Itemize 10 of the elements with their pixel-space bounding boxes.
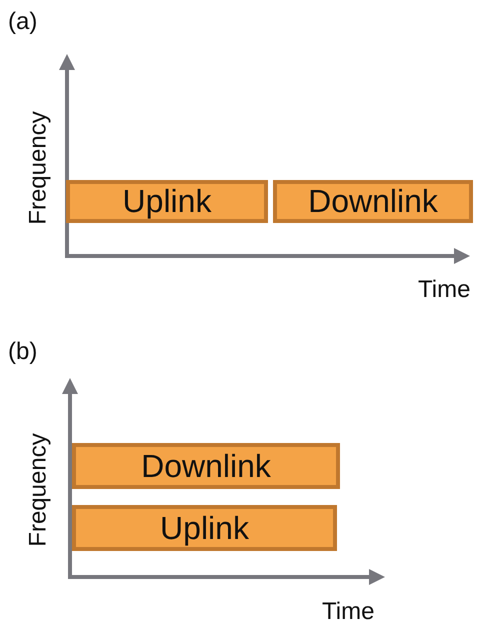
band-bar: Uplink bbox=[66, 180, 268, 223]
axis-label: Frequency bbox=[26, 111, 50, 225]
axis-label: Time bbox=[418, 278, 470, 302]
band-bar: Downlink bbox=[72, 443, 340, 489]
axis-label: Frequency bbox=[26, 433, 50, 547]
panel-label: (b) bbox=[8, 340, 38, 364]
panel-label: (a) bbox=[8, 10, 38, 34]
axis-label: Time bbox=[322, 600, 374, 624]
band-bar: Downlink bbox=[273, 180, 473, 223]
band-bar: Uplink bbox=[72, 505, 337, 551]
